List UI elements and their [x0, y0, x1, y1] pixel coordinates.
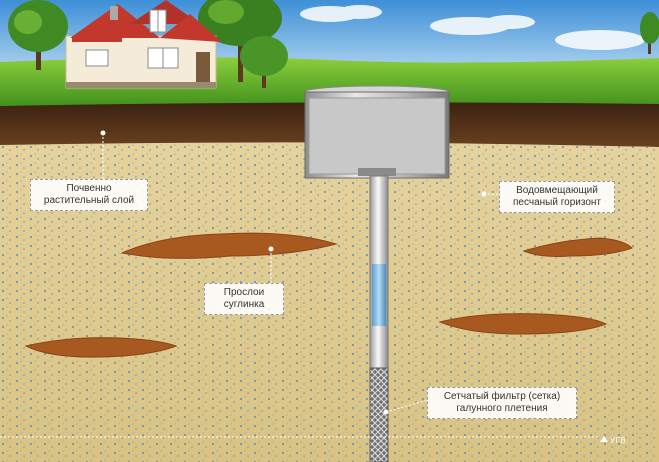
label-filter-line1: Сетчатый фильтр (сетка): [443, 391, 561, 402]
clouds: [300, 5, 645, 50]
house: [65, 0, 222, 89]
loam-lens-1: [120, 232, 338, 259]
label-loam-line1: Прослои: [223, 287, 265, 298]
marker-aquifer: [481, 191, 487, 197]
label-aquifer-line1: Водовмещающий: [516, 185, 598, 196]
label-aquifer-line2: песчаный горизонт: [513, 197, 601, 208]
loam-lens-4: [24, 337, 178, 358]
marker-loam: [268, 246, 274, 252]
loam-lens-2: [522, 237, 633, 257]
mesh-filter: [369, 367, 389, 462]
water-table-label: УГВ: [610, 436, 627, 445]
label-loam: Прослои суглинка: [204, 283, 284, 315]
leader-lines: [0, 133, 598, 438]
water-level-marker-icon: [600, 436, 608, 442]
tree-right-small: [240, 36, 288, 88]
marker-topsoil: [100, 130, 106, 136]
label-topsoil-line1: Почвенно: [66, 183, 112, 194]
label-filter: Сетчатый фильтр (сетка) галунного плетен…: [427, 387, 577, 419]
tree-far-right: [640, 12, 659, 54]
loam-lens-3: [438, 313, 608, 335]
label-loam-line2: суглинка: [223, 299, 265, 310]
label-aquifer: Водовмещающий песчаный горизонт: [499, 181, 615, 213]
tree-left: [8, 0, 68, 70]
label-topsoil: Почвенно растительный слой: [30, 179, 148, 211]
label-topsoil-line2: растительный слой: [43, 195, 135, 206]
sand-grain-texture: [0, 142, 659, 462]
marker-filter: [383, 409, 389, 415]
water-column: [372, 264, 386, 326]
wellhead-caisson: [304, 85, 450, 179]
label-filter-line2: галунного плетения: [456, 403, 548, 414]
